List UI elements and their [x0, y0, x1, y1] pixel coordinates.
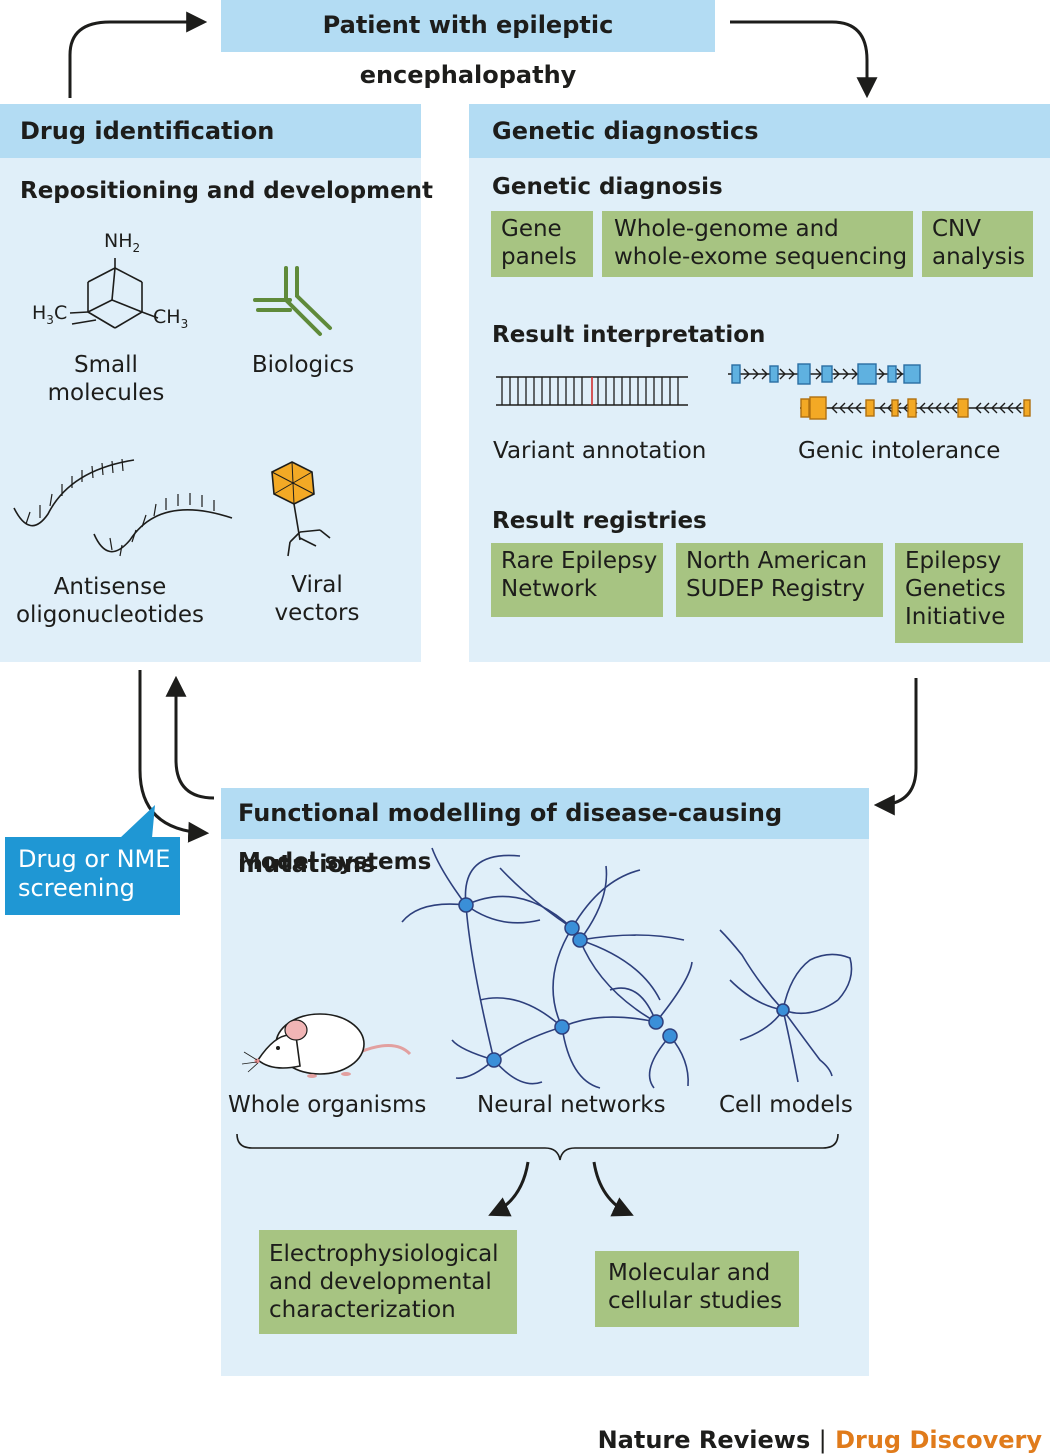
result-interpretation-title: Result interpretation	[492, 322, 766, 348]
callout-pointer	[120, 805, 155, 838]
cell-models-label: Cell models	[719, 1092, 853, 1118]
arrow-modelling-to-drug	[165, 675, 215, 800]
drug-screening-callout: Drug or NME screening	[5, 837, 180, 915]
arrow-models-to-molecular	[592, 1161, 634, 1217]
journal-footer: Nature Reviews | Drug Discovery	[598, 1426, 1042, 1454]
functional-modelling-panel: Functional modelling of disease-causing …	[221, 788, 869, 1376]
genic-intolerance-icon	[728, 363, 1031, 420]
sudep-registry-box: North American SUDEP Registry	[676, 543, 883, 617]
biologics-label: Biologics	[251, 352, 355, 378]
gene-panels-box: Gene panels	[491, 211, 593, 277]
result-registries-title: Result registries	[492, 508, 707, 534]
genic-intolerance-label: Genic intolerance	[798, 438, 1001, 464]
arrow-models-to-electro	[488, 1161, 530, 1217]
epilepsy-genetics-box: Epilepsy Genetics Initiative	[895, 543, 1023, 643]
genetic-diagnostics-header: Genetic diagnostics	[469, 104, 1050, 158]
rare-epilepsy-box: Rare Epilepsy Network	[491, 543, 663, 617]
model-systems-subheader: Model systems	[238, 849, 432, 875]
arrow-drug-to-modelling	[138, 670, 210, 843]
ch3-label: CH3	[153, 306, 189, 331]
neural-network-icon	[401, 847, 693, 1089]
functional-modelling-header: Functional modelling of disease-causing …	[221, 788, 869, 878]
footer-separator: |	[818, 1426, 827, 1454]
repositioning-subheader: Repositioning and development	[20, 178, 434, 204]
mouse-icon	[241, 1013, 412, 1078]
arrow-title-to-genetics	[730, 20, 878, 99]
title-box: Patient with epileptic encephalopathy	[221, 0, 715, 89]
genetic-diagnosis-title: Genetic diagnosis	[492, 174, 723, 200]
cnv-analysis-box: CNV analysis	[922, 211, 1033, 277]
variant-annotation-label: Variant annotation	[493, 438, 707, 464]
diagram-title: Patient with epileptic encephalopathy	[322, 11, 614, 89]
journal-section: Drug Discovery	[835, 1426, 1042, 1454]
antibody-icon	[253, 266, 332, 336]
drug-identification-header: Drug identification	[0, 104, 421, 158]
nh2-label: NH2	[104, 230, 141, 255]
arrow-drug-to-title	[68, 11, 208, 98]
viral-vectors-label: Viral vectors	[274, 572, 360, 626]
antisense-oligo-icon	[13, 458, 233, 557]
variant-annotation-icon	[496, 376, 688, 406]
molecular-cellular-box: Molecular and cellular studies	[595, 1251, 799, 1327]
small-molecules-label: Small molecules	[47, 352, 165, 406]
antisense-label: Antisense oligonucleotides	[15, 574, 205, 628]
model-systems-brace	[236, 1133, 839, 1161]
arrow-genetics-to-modelling	[873, 678, 918, 816]
h3c-label: H3C	[32, 302, 68, 327]
genetic-diagnostics-panel: Genetic diagnostics Genetic diagnosis Ge…	[469, 104, 1050, 662]
flow-arrows	[68, 11, 918, 1217]
electrophysiological-box: Electrophysiological and developmental c…	[259, 1230, 517, 1334]
neuron-somas	[458, 897, 678, 1068]
drug-identification-panel: Drug identification Repositioning and de…	[0, 104, 433, 662]
amantadine-molecule-icon	[69, 258, 159, 329]
whole-organisms-label: Whole organisms	[228, 1092, 427, 1118]
journal-name: Nature Reviews	[597, 1426, 811, 1454]
cell-model-icon	[719, 929, 853, 1083]
sequencing-box: Whole-genome and whole-exome sequencing	[602, 211, 913, 277]
viral-vector-icon	[271, 461, 331, 557]
neural-networks-label: Neural networks	[477, 1092, 666, 1118]
